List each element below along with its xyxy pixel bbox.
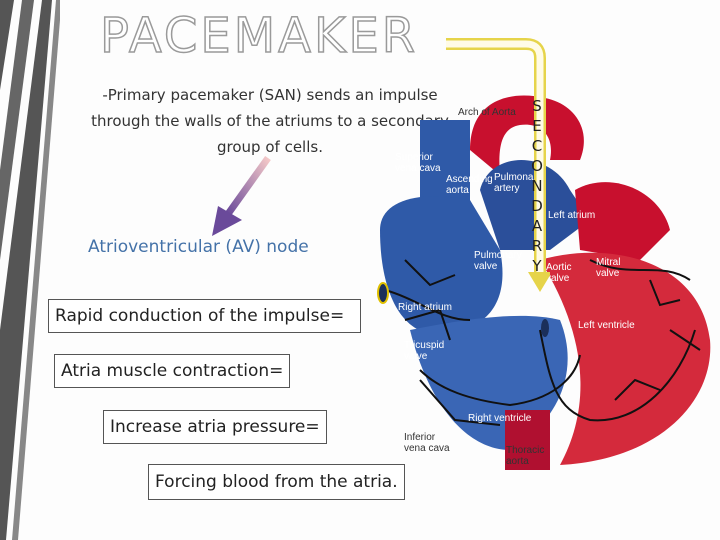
label-pulmonary-artery: Pulmonary artery [494, 172, 542, 194]
label-right-atrium: Right atrium [398, 302, 452, 313]
letter: R [531, 237, 543, 255]
label-left-atrium: Left atrium [548, 210, 596, 221]
connector-arrow-icon [446, 38, 550, 292]
label-ascending-aorta: Ascending aorta [446, 174, 493, 196]
letter: D [531, 197, 543, 215]
label-tricuspid-valve: Tricuspid valve [404, 340, 445, 362]
label-mitral-valve: Mitral valve [596, 257, 621, 279]
step-box-atria-contraction: Atria muscle contraction= [54, 354, 291, 388]
intro-text: -Primary pacemaker (SAN) sends an impuls… [91, 86, 449, 156]
letter: C [531, 137, 543, 155]
label-right-ventricle: Right ventricle [468, 413, 532, 424]
letter: A [531, 217, 543, 235]
letter: O [531, 157, 543, 175]
page-title: PACEMAKER [99, 7, 419, 65]
step-box-forcing-blood: Forcing blood from the atria. [148, 464, 405, 500]
decorative-stripes [0, 0, 60, 540]
vertical-word-secondary: S E C O N D A R Y [530, 96, 544, 276]
letter: Y [532, 257, 542, 275]
letter: S [532, 97, 542, 115]
letter: E [532, 117, 542, 135]
label-arch-of-aorta: Arch of Aorta [458, 107, 516, 118]
label-superior-vena-cava: Superior vena cava [395, 152, 441, 174]
av-node-label: Atrioventricular (AV) node [88, 237, 309, 257]
label-inferior-vena-cava: Inferior vena cava [404, 432, 450, 454]
step-box-atria-pressure: Increase atria pressure= [103, 410, 327, 444]
letter: N [531, 177, 543, 195]
label-thoracic-aorta: Thoracic aorta [506, 445, 545, 467]
label-aortic-valve: Aortic valve [546, 262, 572, 284]
label-pulmonary-valve: Pulmonary valve [474, 250, 522, 272]
label-left-ventricle: Left ventricle [578, 320, 635, 331]
step-box-rapid-conduction: Rapid conduction of the impulse= [48, 299, 362, 333]
pointer-arrow-icon [212, 155, 271, 236]
